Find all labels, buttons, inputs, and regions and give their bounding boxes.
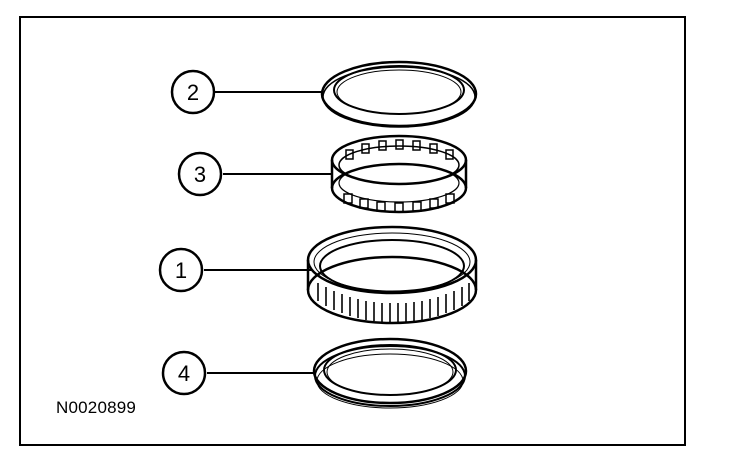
callout-4: 4	[161, 350, 207, 396]
ring-3	[330, 134, 468, 214]
callout-1-label: 1	[175, 258, 187, 283]
figure-reference-code: N0020899	[56, 398, 137, 417]
callout-3: 3	[177, 151, 223, 197]
callout-1: 1	[158, 247, 204, 293]
callout-2: 2	[170, 69, 216, 115]
ring-2	[320, 60, 478, 128]
ring-4	[312, 337, 468, 409]
callout-3-label: 3	[194, 162, 206, 187]
callout-2-label: 2	[187, 80, 199, 105]
callout-4-label: 4	[178, 361, 190, 386]
ring-1	[306, 225, 478, 325]
